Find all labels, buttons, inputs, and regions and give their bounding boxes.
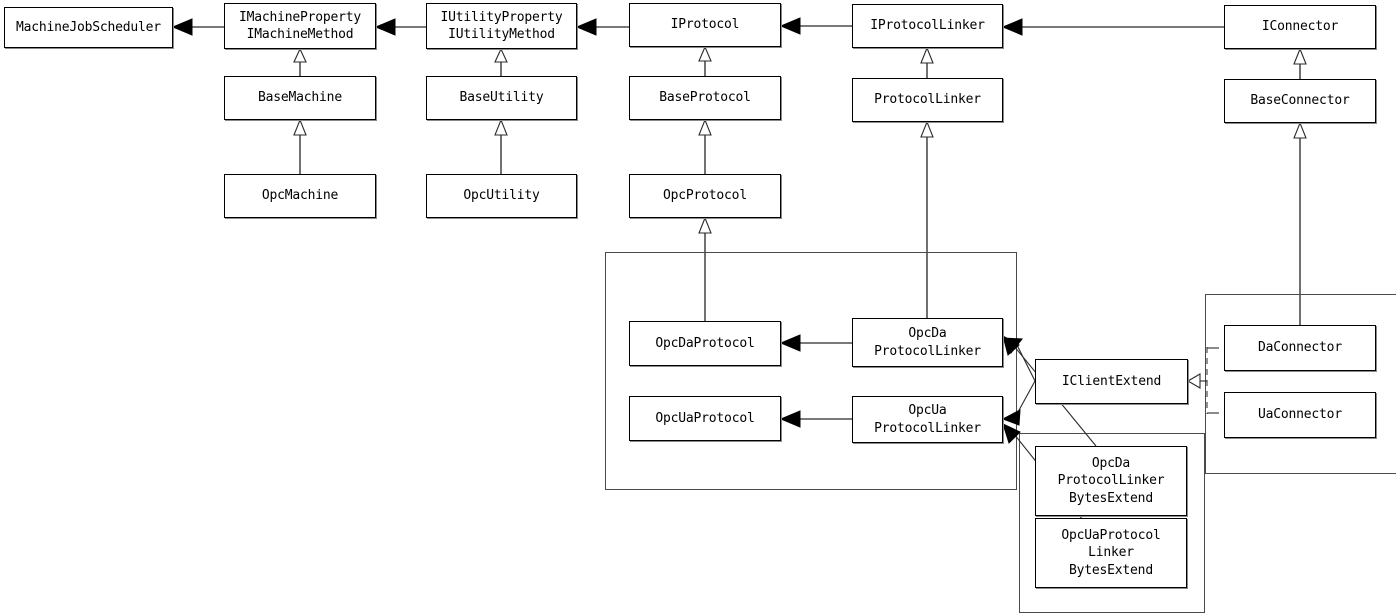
edge-opcmachine-to-basemachine — [293, 118, 307, 174]
edge-daconnector-to-baseconnector — [1293, 121, 1307, 325]
class-box-base-connector[interactable]: BaseConnector — [1224, 79, 1376, 123]
class-box-opc-ua-protocol-linker[interactable]: OpcUa ProtocolLinker — [852, 396, 1003, 443]
edge-iutility-to-imachine — [374, 18, 426, 36]
class-box-opc-da-protocol-linker-bytes-extend[interactable]: OpcDa ProtocolLinker BytesExtend — [1035, 446, 1187, 516]
edge-opcdaprotocollinker-to-protocollinker — [920, 120, 934, 318]
class-box-iprotocol[interactable]: IProtocol — [629, 3, 781, 47]
class-box-iprotocol-linker[interactable]: IProtocolLinker — [852, 4, 1003, 48]
edge-iprotocol-to-iutility — [575, 18, 629, 36]
class-box-da-connector[interactable]: DaConnector — [1224, 325, 1376, 371]
class-box-opc-ua-protocol[interactable]: OpcUaProtocol — [629, 396, 781, 441]
class-box-opc-utility[interactable]: OpcUtility — [426, 174, 577, 218]
class-box-imachine-property[interactable]: IMachineProperty IMachineMethod — [224, 3, 376, 49]
class-box-opc-da-protocol[interactable]: OpcDaProtocol — [629, 321, 781, 366]
edge-opcdaprotocol-to-opcprotocol — [698, 216, 712, 321]
class-box-opc-protocol[interactable]: OpcProtocol — [629, 174, 781, 218]
edge-opcprotocol-to-baseprotocol — [698, 118, 712, 174]
class-box-iconnector[interactable]: IConnector — [1224, 5, 1376, 49]
edge-protocollinker-to-iprotocollinker — [920, 46, 934, 78]
edge-connectors-realize-iclientextend — [1186, 347, 1219, 414]
edge-opcutility-to-baseutility — [494, 118, 508, 174]
class-box-base-protocol[interactable]: BaseProtocol — [629, 76, 781, 120]
class-box-opc-da-protocol-linker[interactable]: OpcDa ProtocolLinker — [852, 318, 1003, 367]
class-box-iclient-extend[interactable]: IClientExtend — [1035, 359, 1188, 404]
edge-imachine-to-scheduler — [171, 18, 224, 36]
class-box-opc-machine[interactable]: OpcMachine — [224, 174, 376, 218]
edge-iprotocollinker-to-iprotocol — [779, 17, 852, 35]
edge-baseprotocol-to-iprotocol — [698, 45, 712, 76]
class-box-machine-job-scheduler[interactable]: MachineJobScheduler — [4, 7, 173, 48]
edge-iclientextend-to-opcualinker — [1001, 380, 1036, 426]
class-box-iutility-property[interactable]: IUtilityProperty IUtilityMethod — [426, 3, 577, 49]
edge-baseconnector-to-iconnector — [1293, 47, 1307, 79]
edge-opcualinker-to-opcuaprotocol — [779, 410, 852, 428]
class-box-opc-ua-protocol-linker-bytes-extend[interactable]: OpcUaProtocol Linker BytesExtend — [1035, 518, 1187, 588]
edge-opcdalinker-to-opcdaprotocol — [779, 334, 852, 352]
edge-baseutility-to-iutility — [494, 47, 508, 76]
class-box-base-utility[interactable]: BaseUtility — [426, 76, 577, 120]
group-protocol-package — [605, 252, 1017, 490]
class-box-ua-connector[interactable]: UaConnector — [1224, 392, 1376, 438]
class-box-base-machine[interactable]: BaseMachine — [224, 76, 376, 120]
edge-basemachine-to-imachine — [293, 47, 307, 76]
class-box-protocol-linker[interactable]: ProtocolLinker — [852, 78, 1003, 122]
edge-iconnector-to-iprotocollinker — [1001, 18, 1224, 36]
